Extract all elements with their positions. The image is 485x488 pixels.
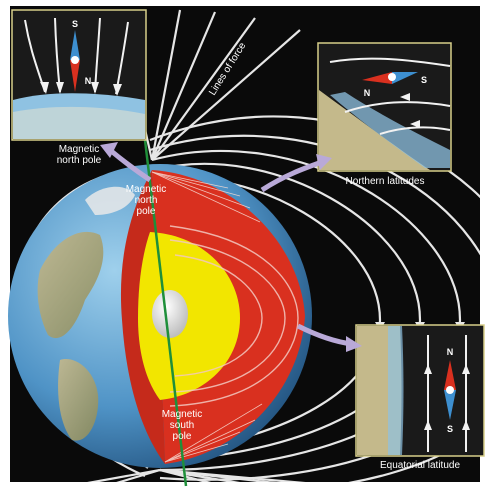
rotation-axis — [143, 139, 188, 487]
north-pole-core-label: Magnetic north pole — [126, 184, 167, 217]
inset-field-arrow — [424, 364, 432, 374]
core-north-label-line2: north — [135, 195, 158, 206]
pointer-head — [316, 154, 332, 170]
compass-pivot — [446, 386, 454, 394]
field-line — [149, 134, 480, 481]
compass-s-letter: S — [447, 424, 453, 434]
inset-field-line — [344, 101, 451, 113]
ray — [151, 171, 229, 189]
inset-northern-latitudes: N S Northern latitudes — [317, 42, 452, 187]
inset-ocean — [388, 326, 404, 455]
compass-s-letter: S — [421, 75, 427, 85]
inset-field-arrow — [424, 420, 432, 430]
ray — [151, 171, 261, 223]
compass-needle-blue — [392, 72, 418, 84]
compass-n-letter: N — [447, 347, 454, 357]
ray — [164, 443, 229, 463]
compass-n-letter: N — [85, 76, 92, 86]
inset-field-line — [329, 57, 451, 67]
inset-field-arrow — [410, 120, 420, 128]
pointer-to-north-pole — [108, 148, 152, 183]
continent-shape — [37, 231, 104, 339]
field-line — [154, 162, 422, 462]
field-line — [150, 11, 217, 161]
inner-core — [152, 290, 188, 338]
compass-needle-red — [444, 360, 456, 390]
compass-pivot — [388, 73, 396, 81]
inset-field-line — [379, 126, 451, 135]
ray — [151, 171, 251, 209]
south-pole-core-label: Magnetic south pole — [162, 409, 203, 442]
outer-core — [138, 232, 240, 400]
inset-field-arrow — [56, 82, 64, 94]
inset-ocean — [330, 92, 450, 168]
compass-needle-red — [362, 72, 392, 84]
polar-ice — [85, 186, 135, 215]
compass-northern-latitudes: N S — [362, 72, 427, 98]
field-line — [150, 9, 182, 161]
inset-land — [319, 90, 430, 170]
earth-globe — [8, 139, 312, 487]
inset-field-arrow — [113, 84, 122, 96]
inset-north-label-line2: north pole — [57, 155, 102, 166]
compass-needle-red — [70, 60, 80, 92]
pointer-head — [346, 336, 362, 352]
inset-equatorial-latitude: N S Equatorial latitude — [355, 324, 485, 471]
field-line — [151, 149, 462, 472]
ray — [164, 419, 256, 463]
internal-field-line — [169, 225, 299, 407]
inset-field-arrow — [462, 420, 470, 430]
field-line — [151, 29, 301, 161]
core-north-label-line1: Magnetic — [126, 184, 167, 195]
field-line — [87, 468, 161, 482]
inset-north-pole: S N Magnetic north pole — [11, 9, 147, 166]
internal-field-line — [174, 254, 263, 377]
inset-north-label-line1: Magnetic — [59, 144, 100, 155]
field-line — [159, 468, 306, 482]
compass-n-letter: N — [364, 88, 371, 98]
field-line — [157, 176, 382, 454]
core-south-label-line2: south — [170, 420, 194, 431]
compass-needle-blue — [70, 30, 80, 60]
continent-shape — [58, 359, 99, 441]
pointer-arrows — [100, 142, 362, 352]
compass-north-pole: S N — [70, 19, 91, 92]
inset-field-arrow — [400, 93, 410, 101]
ray — [151, 171, 241, 197]
core-south-label-line3: pole — [173, 431, 192, 442]
compass-equatorial: N S — [444, 347, 456, 434]
inset-field-arrow — [91, 82, 99, 94]
ray — [164, 431, 241, 463]
field-line — [116, 468, 161, 482]
core-south-label-line1: Magnetic — [162, 409, 203, 420]
pointer-to-northern-latitudes — [260, 159, 323, 193]
compass-s-letter: S — [72, 19, 78, 29]
inset-field-arrow — [462, 364, 470, 374]
core-north-label-line3: pole — [137, 206, 156, 217]
compass-pivot — [71, 56, 79, 64]
equatorial-latitude-label: Equatorial latitude — [380, 460, 460, 471]
inset-land — [13, 106, 145, 139]
northern-latitudes-label: Northern latitudes — [346, 176, 425, 187]
internal-field-line — [169, 239, 286, 393]
pointer-head — [100, 142, 118, 158]
inset-field-arrow — [40, 82, 49, 94]
field-line — [151, 17, 256, 161]
compass-needle-blue — [444, 390, 456, 420]
